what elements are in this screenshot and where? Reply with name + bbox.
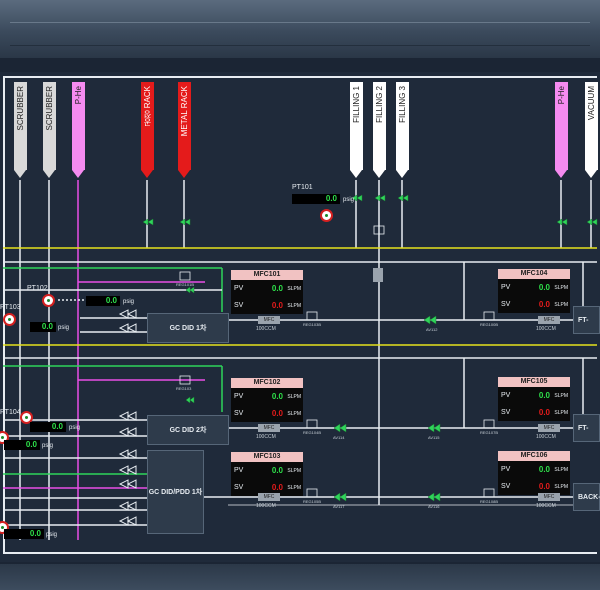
av115-label: AV115: [428, 435, 440, 440]
pipe-tag-metal-rack: METAL RACK: [178, 82, 191, 178]
mfc106-device[interactable]: MFC: [538, 493, 560, 501]
pt104-label: PT104: [0, 409, 21, 416]
pt104-value: 0.0: [30, 422, 66, 432]
pt101-gauge-icon[interactable]: [320, 209, 333, 222]
av116-label: AV116: [428, 504, 440, 509]
reg103-label: REG103: [176, 386, 192, 391]
status-bar: [0, 564, 600, 590]
pipe-tag-process-rack: 공정 RACK: [141, 82, 154, 178]
av114-label: AV114: [333, 435, 345, 440]
pipe-tag-filling-3: FILLING 3: [396, 82, 409, 178]
av112-label: AV112: [426, 327, 438, 332]
gc-did-2-box[interactable]: GC DID 2차: [147, 415, 229, 445]
mfc104-title: MFC104: [498, 269, 570, 279]
pt104-gauge-icon[interactable]: [20, 411, 33, 424]
mfc106-title: MFC106: [498, 451, 570, 461]
reg103b-label: REG103B: [303, 322, 322, 327]
mfc102-capacity: 100CCM: [256, 434, 276, 440]
pipe-tag-filling-2: FILLING 2: [373, 82, 386, 178]
pt-unit-5: psig: [42, 443, 54, 449]
mfc106-sv: 0.0: [538, 482, 550, 491]
pt102-label: PT102: [27, 285, 48, 292]
pt104-unit: psig: [69, 425, 81, 431]
pt102-gauge-icon[interactable]: [42, 294, 55, 307]
gc-did-pdd-1-box[interactable]: GC DID/PDD 1차: [147, 450, 204, 534]
mfc103-capacity: 100CCM: [256, 503, 276, 509]
reg107b-label: REG107B: [480, 430, 499, 435]
pt-unit-6: psig: [46, 532, 58, 538]
pt102-unit: psig: [123, 299, 135, 305]
mfc106-pv: 0.0: [538, 465, 550, 474]
mfc104-pv: 0.0: [538, 283, 550, 292]
pt103-unit: psig: [58, 325, 70, 331]
mfc105-sv: 0.0: [538, 408, 550, 417]
pt101-value: 0.0: [292, 194, 340, 204]
mfc104-sv: 0.0: [538, 300, 550, 309]
pt103-value: 0.0: [30, 322, 56, 332]
ft-box-2[interactable]: FT-: [573, 414, 600, 442]
pipe-tag-phe-1: P-He: [72, 82, 85, 178]
pt-value-5: 0.0: [4, 440, 40, 450]
pipe-tag-filling-1: FILLING 1: [350, 82, 363, 178]
reg100b-label: REG100B: [480, 322, 499, 327]
pt103-label: PT103: [0, 304, 21, 311]
window-title-bar: [0, 0, 600, 58]
mfc105-pv: 0.0: [538, 391, 550, 400]
gc-did-1-box[interactable]: GC DID 1차: [147, 313, 229, 343]
mfc103-sv: 0.0: [271, 483, 283, 492]
pipe-tag-vacuum: VACUUM: [585, 82, 598, 178]
pipe-tag-phe-2: P-He: [555, 82, 568, 178]
pt102-value: 0.0: [86, 296, 120, 306]
mfc101-device[interactable]: MFC: [258, 316, 280, 324]
pt-value-6: 0.0: [4, 529, 44, 539]
mfc101-title: MFC101: [231, 270, 303, 280]
mfc105-device[interactable]: MFC: [538, 424, 560, 432]
mfc103-title: MFC103: [231, 452, 303, 462]
reg101b-label: REG101B: [176, 282, 195, 287]
av117-label: AV117: [333, 504, 345, 509]
mfc102-sv: 0.0: [271, 409, 283, 418]
mfc101-pv: 0.0: [271, 284, 283, 293]
mfc103-pv: 0.0: [271, 466, 283, 475]
back-box[interactable]: BACK-: [573, 483, 600, 511]
mfc102-device[interactable]: MFC: [258, 424, 280, 432]
mfc101-sv: 0.0: [271, 301, 283, 310]
pt103-gauge-icon[interactable]: [3, 313, 16, 326]
reg104b-label: REG104B: [303, 430, 322, 435]
mfc105-title: MFC105: [498, 377, 570, 387]
mfc102-pv: 0.0: [271, 392, 283, 401]
pt101-label: PT101: [292, 184, 313, 191]
mfc105-capacity: 100CCM: [536, 434, 556, 440]
reg108b-label: REG108B: [480, 499, 499, 504]
mfc102-title: MFC102: [231, 378, 303, 388]
mfc104-capacity: 100CCM: [536, 326, 556, 332]
pipe-tag-scrubber-2: SCRUBBER: [43, 82, 56, 178]
pt101-unit: psig: [343, 197, 355, 203]
mfc101-capacity: 100CCM: [256, 326, 276, 332]
mfc106-capacity: 100CCM: [536, 503, 556, 509]
ft-box-1[interactable]: FT-: [573, 306, 600, 334]
pipe-tag-scrubber-1: SCRUBBER: [14, 82, 27, 178]
mfc103-device[interactable]: MFC: [258, 493, 280, 501]
mfc104-device[interactable]: MFC: [538, 316, 560, 324]
reg105b-label: REG105B: [303, 499, 322, 504]
